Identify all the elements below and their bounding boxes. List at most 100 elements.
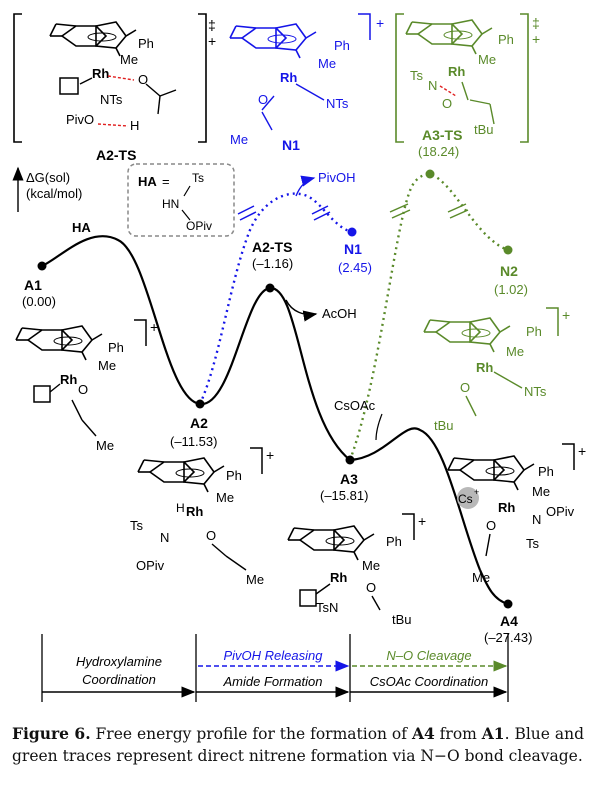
blue-break-markers: [237, 205, 331, 221]
n1-me: Me: [318, 56, 336, 71]
point-n1: [347, 227, 357, 237]
n2-ph: Ph: [526, 324, 542, 339]
n2-nts: NTs: [524, 384, 547, 399]
n1-structure: + Ph Me Rh NTs O Me N1: [229, 13, 384, 153]
a2-n: N: [160, 530, 169, 545]
a3ts-structure: ‡ + Ph Me Rh Ts N O tBu A3-TS (18.24): [395, 13, 540, 159]
a3ts-rh: Rh: [448, 64, 465, 79]
caption-a1: A1: [481, 724, 505, 743]
a2-me2: Me: [246, 572, 264, 587]
ha-box-ts: Ts: [192, 171, 204, 185]
a3ts-me: Me: [478, 52, 496, 67]
ha-box-label: HA: [138, 174, 157, 189]
stage-amide: Amide Formation: [223, 674, 323, 689]
a3-tbu: tBu: [392, 612, 412, 627]
stage-bar: Hydroxylamine Coordination PivOH Releasi…: [41, 634, 509, 702]
ha-box-opiv: OPiv: [186, 219, 212, 233]
a4-o: O: [486, 518, 496, 533]
label-n1: N1: [344, 241, 362, 257]
n2-rh: Rh: [476, 360, 493, 375]
a2ts-ph: Ph: [138, 36, 154, 51]
a3-o: O: [366, 580, 376, 595]
a1-structure: + Ph Me Rh O Me: [15, 319, 158, 453]
a3-structure: + Ph Me Rh TsN O tBu: [287, 513, 426, 627]
energy-a3: (–15.81): [320, 488, 368, 503]
a2-ts: Ts: [130, 518, 144, 533]
energy-axis-label-1: ΔG(sol): [26, 170, 70, 185]
a3ts-ts: Ts: [410, 68, 424, 83]
n1-name: N1: [282, 137, 300, 153]
label-a3: A3: [340, 471, 358, 487]
csoac-label: CsOAc: [334, 398, 376, 413]
point-a2ts: [265, 283, 275, 293]
caption-text-3: . Blue and green traces represent direct…: [12, 725, 585, 765]
figure-caption: Figure 6. Free energy profile for the fo…: [12, 723, 597, 767]
a4-structure: + Ph Me Cs + Rh N OPiv Ts O Me: [447, 443, 586, 585]
stage-pivoh: PivOH Releasing: [224, 648, 324, 663]
label-a2: A2: [190, 415, 208, 431]
a3ts-energy: (18.24): [418, 144, 459, 159]
pivoh-arrow: [295, 175, 316, 197]
ha-box-equals: =: [162, 174, 170, 189]
a2-ph: Ph: [226, 468, 242, 483]
stage-csoac: CsOAc Coordination: [370, 674, 489, 689]
a2ts-nts: NTs: [100, 92, 123, 107]
a3ts-n: N: [428, 78, 437, 93]
a2-opiv: OPiv: [136, 558, 165, 573]
a2ts-plus: +: [208, 33, 216, 49]
n2-tbu: tBu: [434, 418, 454, 433]
a4-csplus: +: [474, 487, 479, 497]
point-a2: [195, 399, 205, 409]
a2ts-charge: ‡: [208, 17, 216, 33]
energy-n2: (1.02): [494, 282, 528, 297]
a2ts-h: H: [130, 118, 139, 133]
a4-ph: Ph: [538, 464, 554, 479]
point-a3: [345, 455, 355, 465]
a4-cs: Cs: [458, 492, 473, 506]
a2-plus: +: [266, 447, 274, 463]
profile-green-curve: [348, 173, 509, 461]
green-break-markers: [389, 203, 469, 219]
a3ts-tbu: tBu: [474, 122, 494, 137]
a3-rh: Rh: [330, 570, 347, 585]
a3-tsn: TsN: [316, 600, 338, 615]
point-n2: [503, 245, 513, 255]
ha-box: HA = Ts HN OPiv: [127, 163, 235, 237]
n2-me: Me: [506, 344, 524, 359]
n1-o: O: [258, 92, 268, 107]
a2ts-pivo: PivO: [66, 112, 94, 127]
a4-ts: Ts: [526, 536, 540, 551]
point-a3ts: [425, 169, 435, 179]
a2-h: H: [176, 501, 185, 515]
n1-rh: Rh: [280, 70, 297, 85]
label-a1: A1: [24, 277, 42, 293]
a3ts-ph: Ph: [498, 32, 514, 47]
a2-structure: + Ph Me Rh H Ts N OPiv O Me: [130, 447, 274, 587]
a2-me: Me: [216, 490, 234, 505]
caption-a4: A4: [411, 724, 435, 743]
a1-me2: Me: [96, 438, 114, 453]
a2ts-o: O: [138, 72, 148, 87]
point-a4: [503, 599, 513, 609]
a4-rh: Rh: [498, 500, 515, 515]
a3ts-o: O: [442, 96, 452, 111]
a2-rh: Rh: [186, 504, 203, 519]
acoh-arrow: [285, 299, 318, 322]
label-a2ts: A2-TS: [252, 239, 292, 255]
a4-opiv: OPiv: [546, 504, 575, 519]
n1-plus: +: [376, 15, 384, 31]
energy-a2ts: (–1.16): [252, 256, 293, 271]
a4-me: Me: [532, 484, 550, 499]
stage-hydroxylamine-2: Coordination: [82, 672, 156, 687]
a1-plus: +: [150, 319, 158, 335]
ha-curve-label: HA: [72, 220, 91, 235]
label-a4: A4: [500, 613, 518, 629]
stage-hydroxylamine-1: Hydroxylamine: [76, 654, 162, 669]
n1-me2: Me: [230, 132, 248, 147]
stage-no-cleavage: N–O Cleavage: [386, 648, 471, 663]
a3-plus: +: [418, 513, 426, 529]
energy-profile-figure: ‡ + Ph Me Rh NTs PivO O H A2-TS + Ph Me …: [12, 13, 586, 702]
caption-prefix: Figure 6.: [12, 724, 91, 743]
a3-me: Me: [362, 558, 380, 573]
a3-ph: Ph: [386, 534, 402, 549]
